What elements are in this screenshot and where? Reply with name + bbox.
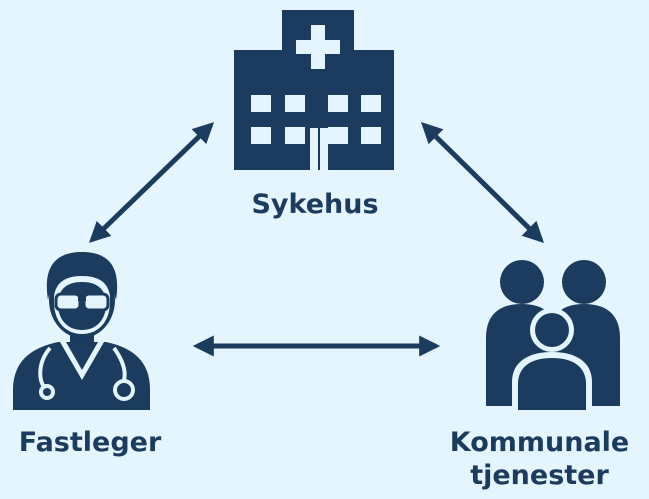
arrow-hospital-gp — [88, 122, 215, 243]
municipal-label-line1: Kommunale — [449, 427, 630, 458]
doctor-with-stethoscope-icon — [13, 252, 150, 410]
family-group-icon — [486, 260, 620, 410]
gp-label: Fastleger — [0, 426, 180, 459]
municipal-label-line2: tjenester — [470, 460, 609, 491]
hospital-label-text: Sykehus — [251, 189, 379, 220]
gp-label-text: Fastleger — [18, 427, 162, 458]
arrow-hospital-municipal — [421, 122, 544, 243]
hospital-label: Sykehus — [175, 188, 455, 221]
municipal-label: Kommunale tjenester — [430, 426, 649, 492]
hospital-building-icon — [234, 10, 394, 170]
